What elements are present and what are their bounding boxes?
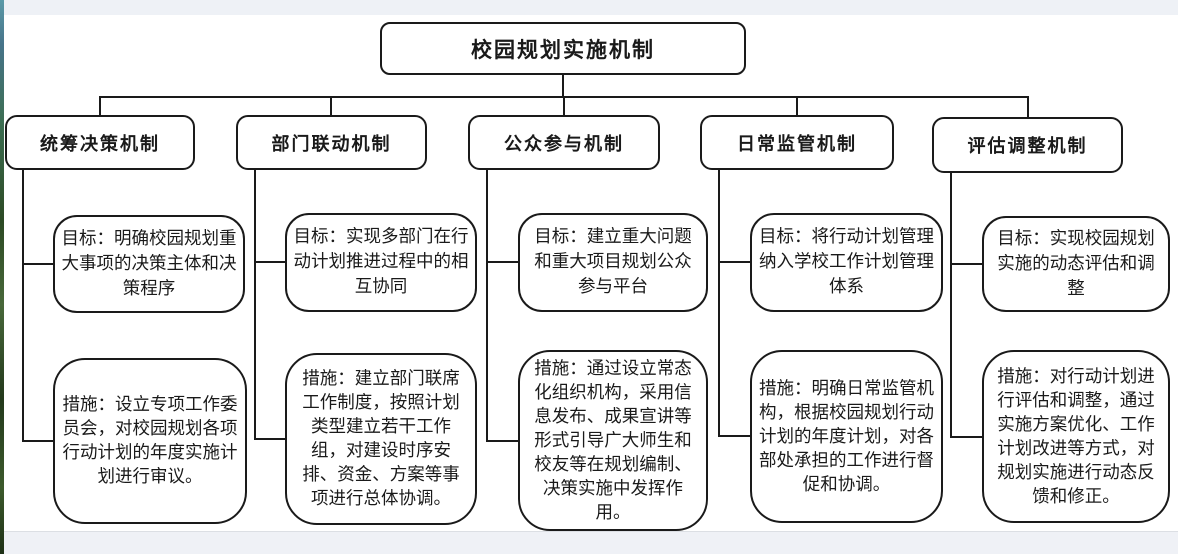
branch-label: 评估调整机制 xyxy=(967,136,1088,157)
goal-text: 目标：建立重大问题和重大项目规划公众参与平台 xyxy=(534,227,692,297)
branch-node-department-linkage: 部门联动机制 xyxy=(236,115,427,170)
measure-text: 措施：对行动计划进行评估和调整，通过实施方案优化、工作计划改进等方式，对规划实施… xyxy=(997,366,1155,507)
branch-label: 统筹决策机制 xyxy=(40,133,160,155)
branch-node-public-participation: 公众参与机制 xyxy=(468,115,660,170)
desktop-wallpaper-edge xyxy=(0,0,4,554)
measure-text: 措施：通过设立常态化组织机构，采用信息发布、成果宣讲等形式引导广大师生和校友等在… xyxy=(534,358,692,523)
branch-node-coordinated-decision: 统筹决策机制 xyxy=(5,115,195,170)
root-node-title: 校园规划实施机制 xyxy=(380,22,746,75)
measure-node-coordinated-decision: 措施：设立专项工作委员会，对校园规划各项行动计划的年度实施计划进行审议。 xyxy=(53,358,247,524)
branch-node-evaluation-adjustment: 评估调整机制 xyxy=(932,117,1123,173)
root-node-label: 校园规划实施机制 xyxy=(471,36,655,62)
measure-node-department-linkage: 措施：建立部门联席工作制度，按照计划类型建立若干工作组，对建设时序安排、资金、方… xyxy=(285,353,477,525)
goal-node-evaluation-adjustment: 目标：实现校园规划实施的动态评估和调整 xyxy=(982,216,1170,312)
goal-node-daily-supervision: 目标：将行动计划管理纳入学校工作计划管理体系 xyxy=(750,213,943,312)
branch-label: 日常监管机制 xyxy=(737,133,857,155)
measure-text: 措施：明确日常监管机构，根据校园规划行动计划的年度计划，对各部处承担的工作进行督… xyxy=(759,378,934,495)
goal-text: 目标：实现多部门在行动计划推进过程中的相互协同 xyxy=(293,227,469,297)
branch-label: 部门联动机制 xyxy=(271,133,392,155)
measure-node-evaluation-adjustment: 措施：对行动计划进行评估和调整，通过实施方案优化、工作计划改进等方式，对规划实施… xyxy=(982,350,1170,523)
goal-text: 目标：明确校园规划重大事项的决策主体和决策程序 xyxy=(61,228,237,299)
goal-text: 目标：将行动计划管理纳入学校工作计划管理体系 xyxy=(759,227,934,297)
goal-node-coordinated-decision: 目标：明确校园规划重大事项的决策主体和决策程序 xyxy=(53,215,245,313)
goal-node-department-linkage: 目标：实现多部门在行动计划推进过程中的相互协同 xyxy=(285,213,477,312)
branch-label: 公众参与机制 xyxy=(504,133,624,155)
measure-node-public-participation: 措施：通过设立常态化组织机构，采用信息发布、成果宣讲等形式引导广大师生和校友等在… xyxy=(518,350,708,531)
goal-text: 目标：实现校园规划实施的动态评估和调整 xyxy=(997,228,1155,299)
branch-node-daily-supervision: 日常监管机制 xyxy=(700,115,894,170)
goal-node-public-participation: 目标：建立重大问题和重大项目规划公众参与平台 xyxy=(518,213,708,312)
measure-node-daily-supervision: 措施：明确日常监管机构，根据校园规划行动计划的年度计划，对各部处承担的工作进行督… xyxy=(750,350,943,523)
window-top-bar xyxy=(0,0,1178,15)
measure-text: 措施：设立专项工作委员会，对校园规划各项行动计划的年度实施计划进行审议。 xyxy=(62,395,238,487)
measure-text: 措施：建立部门联席工作制度，按照计划类型建立若干工作组，对建设时序安排、资金、方… xyxy=(302,369,460,509)
document-bottom-margin xyxy=(0,531,1178,554)
